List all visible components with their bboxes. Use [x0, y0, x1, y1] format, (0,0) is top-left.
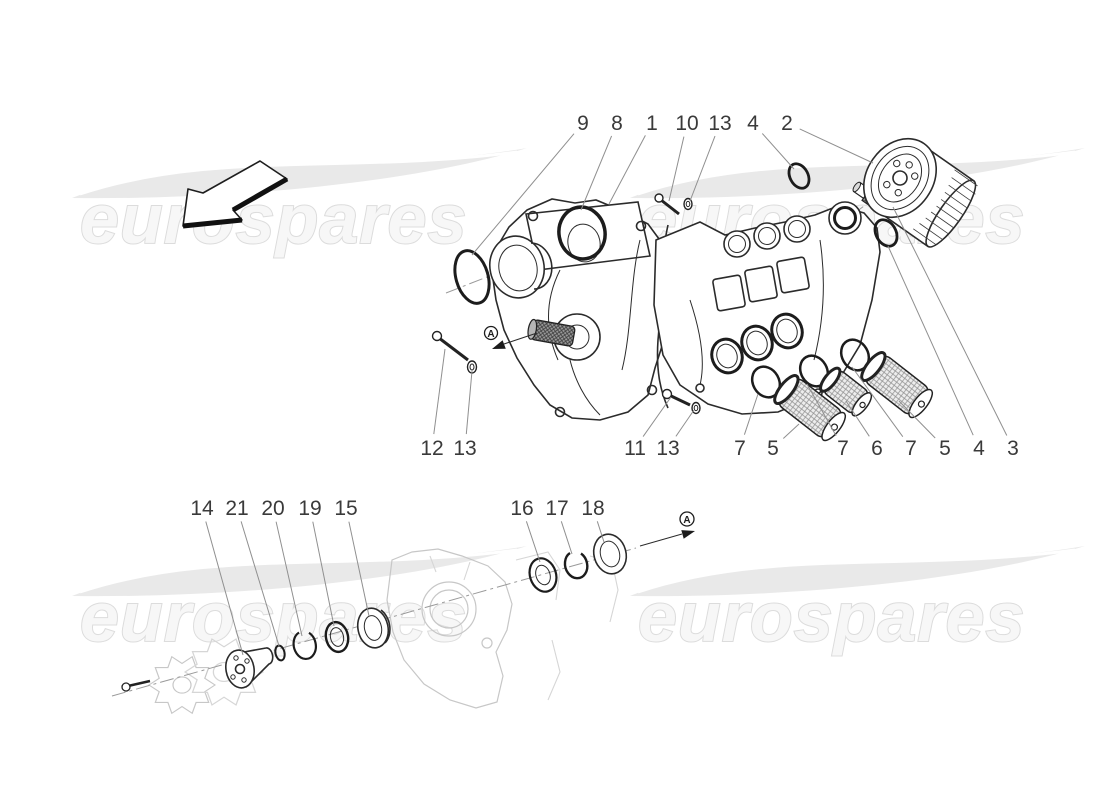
part-callout-14[interactable]: 14	[190, 497, 214, 520]
bushing	[356, 607, 391, 649]
part-callout-19[interactable]: 19	[298, 497, 321, 520]
filter-strainer	[773, 374, 847, 442]
o-ring	[557, 205, 607, 261]
washer	[683, 197, 693, 211]
leader-line	[782, 423, 800, 439]
part-callout-18[interactable]: 18	[581, 497, 604, 520]
part-callout-20[interactable]: 20	[261, 497, 284, 520]
part-callout-3[interactable]: 3	[1007, 437, 1019, 460]
circlip	[563, 551, 589, 580]
spacer-ring	[324, 620, 350, 654]
leader-line	[465, 370, 473, 435]
part-callout-7[interactable]: 7	[837, 437, 849, 460]
leader-line	[668, 136, 685, 202]
part-callout-4[interactable]: 4	[973, 437, 985, 460]
bolt	[661, 388, 691, 407]
timing-cover-ghost	[386, 548, 619, 709]
part-callout-8[interactable]: 8	[611, 112, 623, 135]
watermark: eurospares	[80, 180, 467, 258]
direction-arrow-icon	[182, 160, 289, 229]
part-callout-12[interactable]: 12	[420, 437, 443, 460]
part-callout-17[interactable]: 17	[545, 497, 568, 520]
bottom-diagram: A	[111, 511, 695, 715]
axis-line	[111, 547, 637, 697]
leader-line	[761, 133, 795, 170]
part-callout-21[interactable]: 21	[225, 497, 248, 520]
view-marker-a: A	[639, 511, 695, 547]
leader-line	[743, 393, 759, 435]
svg-text:A: A	[487, 329, 494, 340]
watermark-swoosh	[630, 546, 1085, 597]
leader-line	[898, 400, 936, 439]
svg-text:A: A	[683, 515, 690, 526]
part-callout-11[interactable]: 11	[624, 437, 646, 460]
leader-line	[806, 383, 837, 437]
o-ring	[787, 162, 811, 190]
leader-line	[312, 521, 335, 627]
part-callout-16[interactable]: 16	[510, 497, 533, 520]
leader-line	[580, 135, 613, 211]
part-callout-1[interactable]: 1	[646, 112, 658, 135]
part-callout-15[interactable]: 15	[334, 497, 357, 520]
watermark: eurospares	[638, 578, 1025, 656]
leader-line	[471, 133, 575, 256]
oil-filter	[862, 137, 978, 248]
oil-pump-body	[489, 198, 671, 421]
part-callout-9[interactable]: 9	[577, 112, 589, 135]
leader-line	[240, 521, 280, 647]
leader-line	[892, 206, 1008, 436]
part-callout-13[interactable]: 13	[656, 437, 679, 460]
bottom-callouts: 14 21 20 19 15 16 17 18	[190, 497, 605, 656]
watermark-swoosh	[630, 148, 1085, 199]
pump-drive-hub	[225, 647, 274, 689]
leader-line	[799, 128, 874, 164]
leader-line	[689, 135, 716, 202]
leader-line	[887, 245, 974, 436]
view-marker-a: A	[483, 325, 538, 349]
part-callout-10[interactable]: 10	[675, 112, 698, 135]
part-callout-5[interactable]: 5	[939, 437, 951, 460]
bolt	[431, 330, 469, 362]
o-ring	[873, 218, 899, 248]
washer	[528, 557, 558, 593]
leader-line	[851, 366, 904, 437]
filter-strainer	[819, 366, 873, 417]
filter-strainer	[860, 351, 934, 419]
part-callout-13[interactable]: 13	[453, 437, 476, 460]
watermark-swoosh	[72, 148, 527, 199]
part-callout-2[interactable]: 2	[781, 112, 793, 135]
bolt	[654, 193, 680, 216]
circlip	[292, 631, 317, 660]
seal-ring	[592, 533, 628, 575]
leader-line	[348, 521, 370, 617]
part-callout-13[interactable]: 13	[708, 112, 731, 135]
drive-sprocket-ghost	[147, 638, 265, 715]
leader-line	[845, 400, 870, 437]
leader-line	[205, 521, 244, 656]
o-ring	[453, 249, 491, 305]
leader-line	[596, 521, 605, 543]
watermark: eurospares	[80, 578, 467, 656]
leader-line	[275, 521, 303, 637]
part-callout-7[interactable]: 7	[734, 437, 746, 460]
leader-line	[433, 348, 446, 435]
watermark-swoosh	[72, 546, 527, 597]
bolt	[121, 679, 151, 692]
part-callout-7[interactable]: 7	[905, 437, 917, 460]
leader-line	[608, 135, 646, 205]
top-diagram: A	[431, 137, 978, 442]
leader-line	[525, 521, 541, 563]
leader-line	[675, 409, 695, 437]
part-callout-4[interactable]: 4	[747, 112, 759, 135]
leader-line	[560, 521, 573, 555]
part-callout-5[interactable]: 5	[767, 437, 779, 460]
part-callout-6[interactable]: 6	[871, 437, 883, 460]
leader-line	[642, 396, 672, 437]
